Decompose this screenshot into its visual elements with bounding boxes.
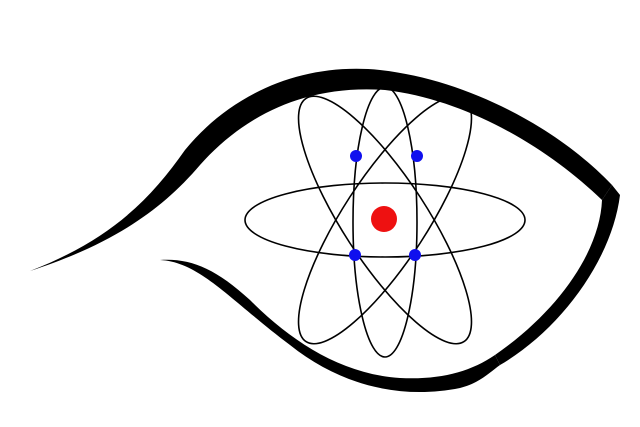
electrons [349,150,423,261]
orbit-tilted-right [297,95,473,345]
orbit-tilted-left [297,95,473,345]
electron [349,249,361,261]
orbit-horizontal [244,182,526,258]
eye-outline [30,68,620,393]
electron [411,150,423,162]
eye-right-corner [495,185,620,365]
eye-lower-lid [160,259,500,393]
electron [409,249,421,261]
orbit-vertical [352,86,418,358]
atom [244,86,526,358]
eye-upper-lid [30,68,612,271]
nucleus [371,206,397,232]
electron [350,150,362,162]
